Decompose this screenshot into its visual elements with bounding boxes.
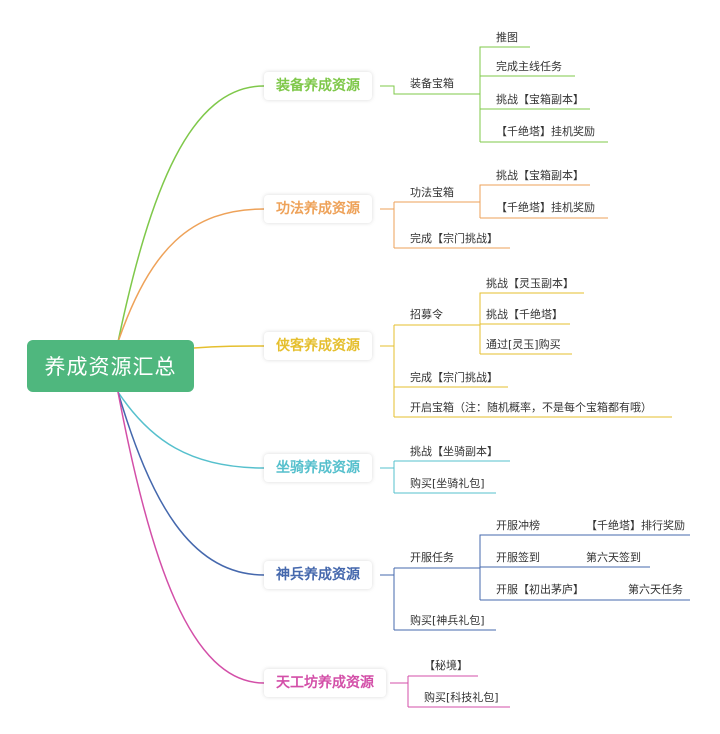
branch-hero[interactable]: 侠客养成资源 (264, 332, 372, 360)
branch-skill[interactable]: 功法养成资源 (264, 195, 372, 223)
node-launch-newbie[interactable]: 开服【初出茅庐】 (496, 583, 584, 596)
node-weapon-pack[interactable]: 购买[神兵礼包] (410, 614, 485, 627)
node-push-map[interactable]: 推图 (496, 31, 518, 44)
node-box-dungeon[interactable]: 挑战【宝箱副本】 (496, 169, 584, 182)
link-root-b1 (117, 208, 265, 343)
node-day6-signin[interactable]: 第六天签到 (586, 551, 641, 564)
branch-mount[interactable]: 坐骑养成资源 (264, 454, 372, 482)
node-launch-ranking[interactable]: 开服冲榜 (496, 519, 540, 532)
branch-label: 坐骑养成资源 (276, 460, 360, 476)
branch-label: 功法养成资源 (276, 201, 360, 217)
node-box-dungeon[interactable]: 挑战【宝箱副本】 (496, 93, 584, 106)
node-tower-idle[interactable]: 【千绝塔】挂机奖励 (496, 125, 595, 138)
root-label: 养成资源汇总 (44, 355, 177, 379)
branch-label: 天工坊养成资源 (276, 675, 374, 691)
node-tower-ranking-reward[interactable]: 【千绝塔】排行奖励 (586, 519, 685, 532)
root-node[interactable]: 养成资源汇总 (27, 340, 194, 392)
node-day6-task[interactable]: 第六天任务 (628, 583, 683, 596)
node-jade-purchase[interactable]: 通过[灵玉]购买 (486, 338, 561, 351)
link-root-b2 (193, 345, 265, 349)
link-root-b3 (117, 391, 265, 469)
link-root-b4 (117, 391, 265, 576)
node-launch-signin[interactable]: 开服签到 (496, 551, 540, 564)
branch-label: 神兵养成资源 (276, 567, 360, 583)
node-recruit-order[interactable]: 招募令 (410, 308, 443, 321)
node-secret-realm[interactable]: 【秘境】 (424, 659, 468, 672)
node-tower-idle[interactable]: 【千绝塔】挂机奖励 (496, 201, 595, 214)
branch-workshop[interactable]: 天工坊养成资源 (264, 669, 386, 697)
node-main-quest[interactable]: 完成主线任务 (496, 60, 562, 73)
node-tech-pack[interactable]: 购买[科技礼包] (424, 691, 499, 704)
node-sect-challenge[interactable]: 完成【宗门挑战】 (410, 232, 498, 245)
branch-label: 侠客养成资源 (276, 338, 360, 354)
node-open-box[interactable]: 开启宝箱（注：随机概率，不是每个宝箱都有哦） (410, 401, 652, 414)
branch-equipment[interactable]: 装备养成资源 (264, 72, 372, 100)
link-root-b0 (117, 85, 265, 343)
branch-weapon[interactable]: 神兵养成资源 (264, 561, 372, 589)
node-tower-challenge[interactable]: 挑战【千绝塔】 (486, 308, 563, 321)
node-mount-dungeon[interactable]: 挑战【坐骑副本】 (410, 445, 498, 458)
node-jade-dungeon[interactable]: 挑战【灵玉副本】 (486, 277, 574, 290)
node-equipment-box[interactable]: 装备宝箱 (410, 77, 454, 90)
link-root-b5 (117, 391, 265, 684)
node-launch-tasks[interactable]: 开服任务 (410, 551, 454, 564)
node-skill-box[interactable]: 功法宝箱 (410, 186, 454, 199)
node-mount-pack[interactable]: 购买[坐骑礼包] (410, 477, 485, 490)
branch-label: 装备养成资源 (276, 78, 360, 94)
node-sect-challenge[interactable]: 完成【宗门挑战】 (410, 371, 498, 384)
